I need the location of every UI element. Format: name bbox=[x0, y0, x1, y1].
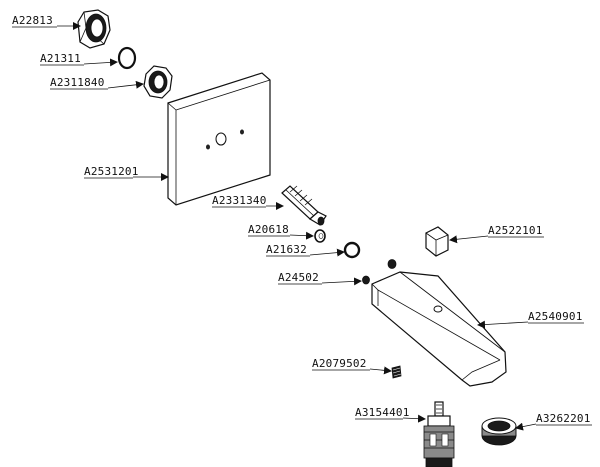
part-label-o-ring-small: A21311 bbox=[40, 52, 84, 66]
o-ring-icon bbox=[343, 241, 361, 259]
part-code: A2311840 bbox=[50, 76, 105, 89]
hex-nut-large-icon bbox=[77, 9, 111, 49]
part-code: A3154401 bbox=[355, 406, 410, 419]
part-label-lever-handle: A2540901 bbox=[528, 310, 584, 324]
part-label-threaded-stem: A2331340 bbox=[212, 194, 267, 208]
o-ring-small-icon bbox=[117, 46, 137, 70]
threaded-stem-icon bbox=[281, 185, 327, 226]
part-label-washer: A20618 bbox=[248, 223, 290, 237]
washer-icon bbox=[314, 229, 326, 243]
part-label-set-screw: A24502 bbox=[278, 271, 322, 285]
part-label-o-ring: A21632 bbox=[266, 243, 310, 257]
lever-handle-icon bbox=[371, 271, 507, 387]
part-code: A21632 bbox=[266, 243, 307, 256]
part-code: A21311 bbox=[40, 52, 81, 65]
part-code: A2522101 bbox=[488, 224, 543, 237]
grub-screw-icon bbox=[391, 365, 402, 379]
part-code: A24502 bbox=[278, 271, 319, 284]
part-code: A22813 bbox=[12, 14, 53, 27]
part-label-grub-screw: A2079502 bbox=[312, 357, 370, 371]
hex-adapter-icon bbox=[143, 65, 173, 99]
part-code: A2531201 bbox=[84, 165, 139, 178]
part-code: A3262201 bbox=[536, 412, 591, 425]
part-code: A2079502 bbox=[312, 357, 367, 370]
cartridge-icon bbox=[423, 401, 455, 467]
part-label-bushing: A3262201 bbox=[536, 412, 592, 426]
cube-knob-icon bbox=[425, 226, 449, 257]
part-label-cube-knob: A2522101 bbox=[488, 224, 544, 238]
part-code: A2331340 bbox=[212, 194, 267, 207]
part-label-hex-nut-large: A22813 bbox=[12, 14, 57, 28]
part-code: A2540901 bbox=[528, 310, 583, 323]
bushing-icon bbox=[481, 417, 517, 446]
wall-plate-icon bbox=[167, 72, 271, 206]
set-screw-icon bbox=[362, 259, 397, 285]
part-label-wall-plate: A2531201 bbox=[84, 165, 139, 179]
part-label-cartridge: A3154401 bbox=[355, 406, 410, 420]
part-label-hex-adapter: A2311840 bbox=[50, 76, 108, 90]
part-code: A20618 bbox=[248, 223, 289, 236]
